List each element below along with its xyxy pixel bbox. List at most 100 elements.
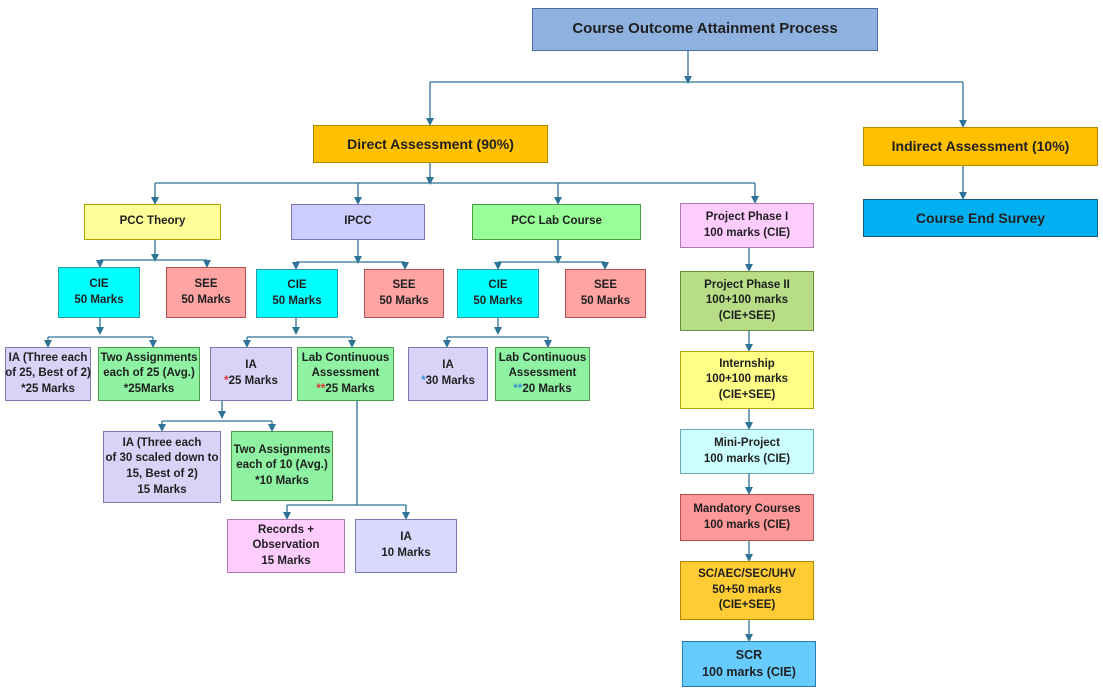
scr-box: SCR 100 marks (CIE) (682, 641, 816, 687)
pcc-theory-see-marks: 50 Marks (181, 293, 231, 306)
internship-box: Internship 100+100 marks (CIE+SEE) (680, 351, 814, 409)
internship-marks: 100+100 marks (705, 373, 789, 386)
ipcc-see-box: SEE 50 Marks (364, 269, 444, 318)
sc-aec-type: (CIE+SEE) (718, 599, 776, 612)
project-phase-2-type: (CIE+SEE) (718, 309, 776, 322)
pcc-theory-assignments-line2: each of 25 (Avg.) (103, 367, 195, 380)
ipcc-lab-marks: 25 Marks (325, 382, 375, 395)
ipcc-assignments-sub-box: Two Assignments each of 10 (Avg.) *10 Ma… (231, 431, 333, 501)
pcc-lab-cie-marks: 50 Marks (473, 294, 523, 307)
ipcc-assignments-line2: each of 10 (Avg.) (236, 459, 328, 472)
scr-marks: 100 marks (CIE) (702, 665, 796, 679)
pcc-lab-see-box: SEE 50 Marks (565, 269, 646, 318)
pcc-lab-cont-marks: 20 Marks (522, 382, 572, 395)
ipcc-assignments-marks: *10 Marks (255, 474, 309, 487)
ipcc-see-marks: 50 Marks (379, 294, 429, 307)
course-end-survey-box: Course End Survey (863, 199, 1098, 237)
ipcc-label: IPCC (344, 215, 372, 228)
ipcc-records-observation-box: Records + Observation 15 Marks (227, 519, 345, 573)
ipcc-lab-line1: Lab Continuous (301, 351, 390, 364)
mini-project-marks: 100 marks (CIE) (703, 452, 791, 465)
mandatory-courses-box: Mandatory Courses 100 marks (CIE) (680, 494, 814, 541)
ipcc-ia-sub-marks: 15 Marks (137, 483, 187, 496)
ipcc-ia-sub-line1: IA (Three each (122, 436, 202, 449)
scr-title: SCR (735, 648, 763, 663)
title-text: Course Outcome Attainment Process (572, 20, 838, 38)
pcc-lab-continuous-assessment-box: Lab Continuous Assessment **20 Marks (495, 347, 590, 401)
pcc-lab-cont-marks-line: **20 Marks (513, 382, 571, 398)
pcc-lab-see-marks: 50 Marks (580, 294, 631, 307)
ipcc-lab-ia-title: IA (400, 531, 412, 544)
pcc-theory-ia-marks: *25 Marks (21, 382, 75, 395)
ipcc-ia-sub-line3: 15, Best of 2) (126, 468, 198, 480)
project-phase-1-marks: 100 marks (CIE) (703, 226, 791, 239)
ipcc-lab-star: ** (316, 382, 326, 395)
ipcc-lab-line2: Assessment (311, 367, 380, 380)
pcc-lab-course-label: PCC Lab Course (511, 215, 602, 228)
internship-title: Internship (719, 357, 775, 370)
ipcc-lab-ia-marks: 10 Marks (381, 547, 431, 559)
course-end-survey-label: Course End Survey (915, 209, 1046, 226)
ipcc-records-line1: Records + (258, 523, 314, 536)
sc-aec-sec-uhv-box: SC/AEC/SEC/UHV 50+50 marks (CIE+SEE) (680, 561, 814, 620)
sc-aec-title: SC/AEC/SEC/UHV (698, 568, 796, 581)
ipcc-records-line2: Observation (252, 539, 320, 552)
pcc-theory-see-box: SEE 50 Marks (166, 267, 246, 318)
ipcc-ia-star: * (224, 375, 229, 387)
pcc-lab-ia-marks-line: *30 Marks (421, 374, 475, 390)
ipcc-ia-marks: 25 Marks (228, 375, 278, 387)
ipcc-assignments-line1: Two Assignments (233, 443, 331, 456)
pcc-theory-ia-line1: IA (Three each (8, 351, 88, 364)
pcc-lab-cont-star: ** (513, 382, 523, 395)
pcc-theory-label: PCC Theory (119, 215, 186, 228)
pcc-theory-assignments-line1: Two Assignments (100, 351, 198, 364)
pcc-lab-ia-title: IA (442, 359, 454, 372)
pcc-lab-course-box: PCC Lab Course (472, 204, 641, 240)
title-box: Course Outcome Attainment Process (532, 8, 878, 51)
direct-assessment-label: Direct Assessment (90%) (347, 135, 514, 152)
project-phase-2-title: Project Phase II (704, 278, 790, 291)
pcc-lab-cont-line1: Lab Continuous (498, 351, 587, 364)
ipcc-ia-marks-line: *25 Marks (224, 374, 278, 390)
ipcc-cie-box: CIE 50 Marks (256, 269, 338, 318)
ipcc-see-title: SEE (392, 278, 416, 291)
internship-type: (CIE+SEE) (718, 388, 776, 401)
pcc-theory-box: PCC Theory (84, 204, 221, 240)
pcc-lab-see-title: SEE (593, 278, 617, 291)
pcc-lab-cie-box: CIE 50 Marks (457, 269, 539, 318)
pcc-lab-cont-line2: Assessment (508, 367, 577, 380)
project-phase-1-title: Project Phase I (705, 210, 789, 223)
pcc-theory-ia-line2: of 25, Best of 2) (5, 367, 91, 380)
pcc-lab-ia-star: * (421, 375, 426, 387)
pcc-lab-ia-box: IA *30 Marks (408, 347, 488, 401)
pcc-theory-cie-title: CIE (89, 277, 109, 290)
ipcc-records-marks: 15 Marks (261, 554, 311, 567)
ipcc-ia-title: IA (245, 359, 257, 372)
project-phase-2-marks: 100+100 marks (705, 294, 789, 307)
ipcc-lab-marks-line: **25 Marks (316, 382, 374, 398)
mini-project-title: Mini-Project (714, 436, 780, 449)
ipcc-ia-sub-line2: of 30 scaled down to (105, 452, 219, 465)
ipcc-cie-title: CIE (287, 278, 307, 291)
mini-project-box: Mini-Project 100 marks (CIE) (680, 429, 814, 474)
ipcc-lab-ia-box: IA 10 Marks (355, 519, 457, 573)
mandatory-courses-marks: 100 marks (CIE) (703, 518, 791, 531)
direct-assessment-box: Direct Assessment (90%) (313, 125, 548, 163)
ipcc-ia-box: IA *25 Marks (210, 347, 292, 401)
pcc-theory-cie-marks: 50 Marks (74, 293, 124, 306)
ipcc-lab-assessment-box: Lab Continuous Assessment **25 Marks (297, 347, 394, 401)
indirect-assessment-label: Indirect Assessment (10%) (891, 138, 1070, 155)
pcc-theory-ia-box: IA (Three each of 25, Best of 2) *25 Mar… (5, 347, 91, 401)
indirect-assessment-box: Indirect Assessment (10%) (863, 127, 1098, 166)
pcc-theory-cie-box: CIE 50 Marks (58, 267, 140, 318)
pcc-theory-assignments-box: Two Assignments each of 25 (Avg.) *25Mar… (98, 347, 200, 401)
ipcc-cie-marks: 50 Marks (272, 294, 322, 307)
sc-aec-marks: 50+50 marks (712, 583, 782, 596)
pcc-theory-see-title: SEE (194, 277, 218, 290)
project-phase-1-box: Project Phase I 100 marks (CIE) (680, 203, 814, 248)
ipcc-box: IPCC (291, 204, 425, 240)
pcc-lab-cie-title: CIE (488, 278, 508, 291)
mandatory-courses-title: Mandatory Courses (693, 502, 801, 515)
